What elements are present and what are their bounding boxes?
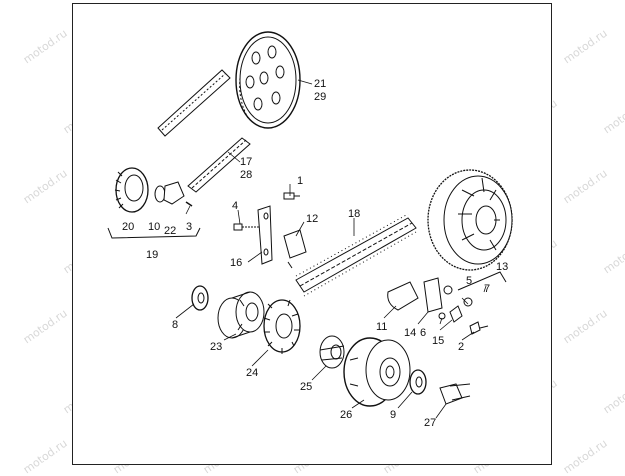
axle-bolt: [439, 383, 471, 405]
label-9: 9: [390, 409, 396, 421]
engine-sprocket: [114, 167, 149, 213]
label-3: 3: [186, 221, 192, 233]
label-28: 28: [240, 169, 252, 181]
label-24: 24: [246, 367, 258, 379]
rear-belt-pulley: [235, 31, 301, 129]
label-8: 8: [172, 319, 178, 331]
label-2: 2: [458, 341, 464, 353]
part-labels: 21 29 17 28 1 4 20 10 22 3 19 12 18 16 1…: [122, 78, 508, 429]
label-20: 20: [122, 221, 134, 233]
clutch-drum: [343, 337, 411, 407]
label-16: 16: [230, 257, 242, 269]
label-13: 13: [496, 261, 508, 273]
output-hub: [217, 291, 265, 339]
chain-slider: [387, 281, 419, 311]
label-10: 10: [148, 221, 160, 233]
label-18: 18: [348, 208, 360, 220]
clutch-hub: [319, 335, 345, 369]
bolt-4: [233, 223, 262, 231]
label-26: 26: [340, 409, 352, 421]
label-5: 5: [466, 275, 472, 287]
label-22: 22: [164, 225, 176, 237]
label-15: 15: [432, 335, 444, 347]
lock-washer: [154, 185, 166, 203]
label-4: 4: [232, 200, 238, 212]
label-27: 27: [424, 417, 436, 429]
screw: [185, 201, 193, 207]
label-6: 6: [420, 327, 426, 339]
drive-belt: [157, 69, 231, 137]
spacer-washer: [191, 285, 209, 311]
label-12: 12: [306, 213, 318, 225]
label-17: 17: [240, 156, 252, 168]
output-sprocket: [263, 299, 301, 354]
thrust-washer: [409, 369, 427, 395]
adjuster-block: [423, 277, 443, 313]
label-1: 1: [297, 175, 303, 187]
group-bracket-13: [457, 271, 507, 291]
label-23: 23: [210, 341, 222, 353]
primary-chain-segment: [187, 137, 251, 193]
label-19: 19: [146, 249, 158, 261]
lock-plate: [163, 181, 185, 205]
group-bracket-19: [107, 227, 201, 239]
bolt-1: [283, 192, 300, 200]
label-14: 14: [404, 327, 416, 339]
clutch-basket: [427, 169, 513, 271]
label-11: 11: [376, 321, 387, 333]
tensioner-bracket: [283, 229, 307, 259]
label-21: 21: [314, 78, 326, 90]
leader-lines: [175, 79, 487, 419]
adjuster-plate: [257, 205, 273, 265]
drive-chain: [295, 213, 417, 297]
label-25: 25: [300, 381, 312, 393]
label-7: 7: [484, 283, 490, 295]
label-29: 29: [314, 91, 326, 103]
